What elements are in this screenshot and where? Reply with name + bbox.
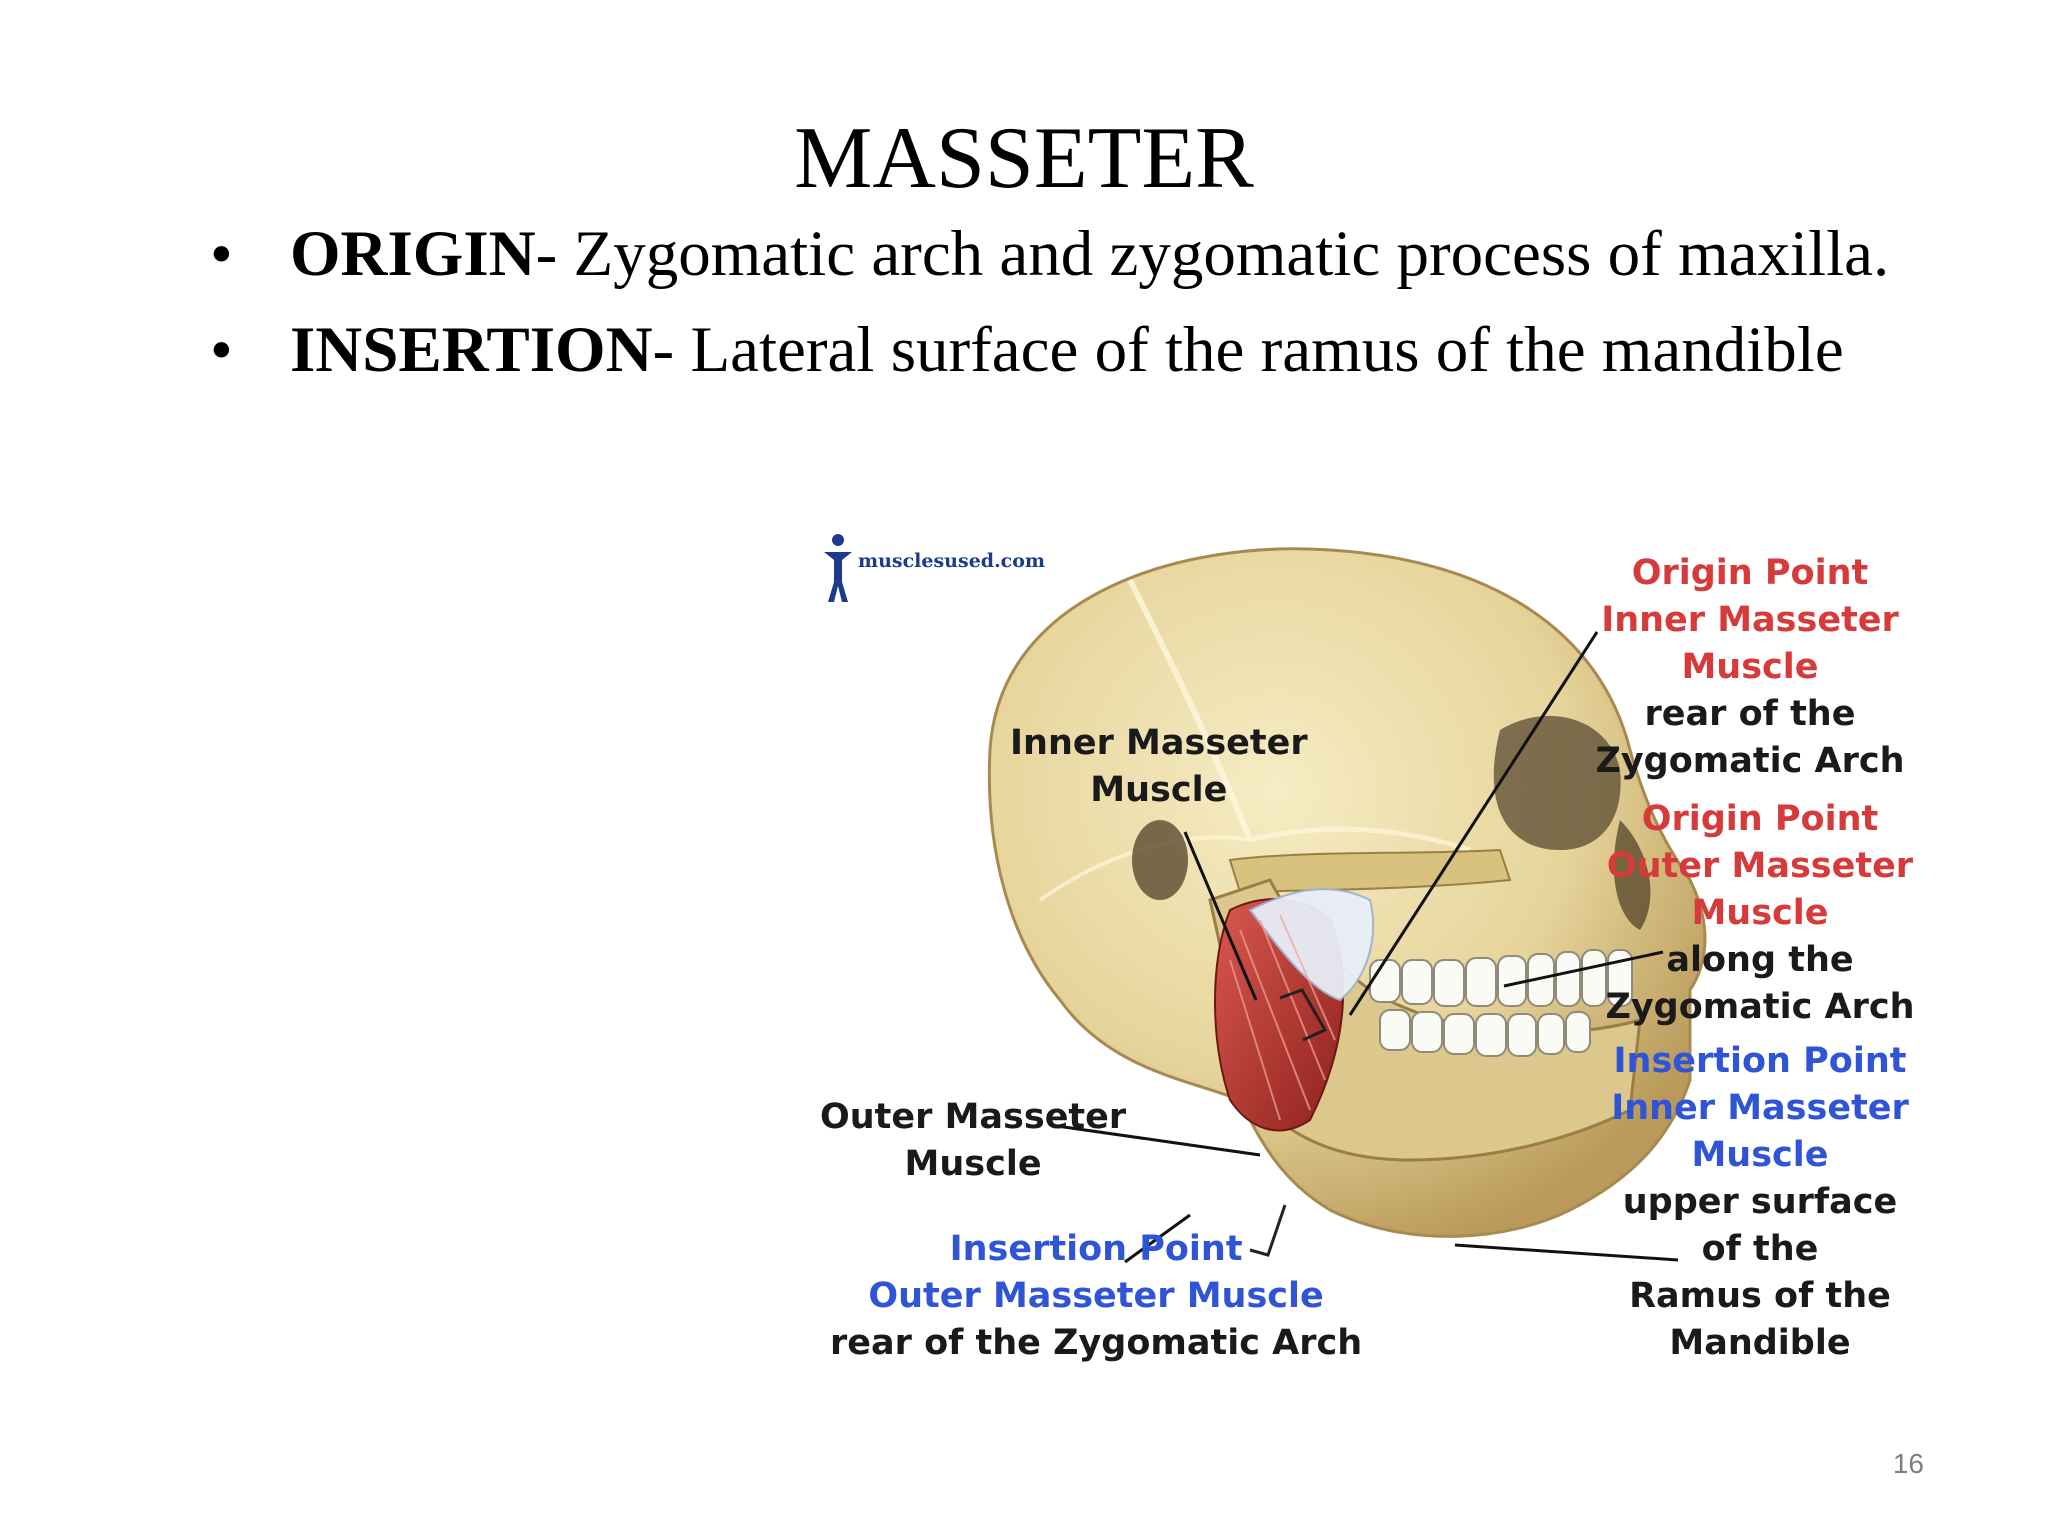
label-line: Zygomatic Arch [1595,741,1905,781]
label-line: Muscle [904,1144,1042,1184]
label-line: Mandible [1669,1323,1851,1363]
label-line: Muscle [1681,647,1819,687]
label-line: Outer Masseter [1606,846,1914,886]
nasal-cavity [1613,820,1651,930]
origin-term: ORIGIN [290,218,536,290]
origin-text: - Zygomatic arch and zygomatic process o… [535,218,1890,290]
label-outer-masseter: Outer Masseter Muscle [820,1094,1126,1188]
eye-socket [1493,715,1621,850]
bullet-dot: • [210,314,233,386]
insertion-inner-bracket [1249,1204,1287,1257]
bullet-insertion: • INSERTION- Lateral surface of the ramus… [210,308,1910,392]
label-line: of the [1701,1229,1819,1269]
teeth [1369,949,1633,1057]
logo-text: musclesused.com [858,550,1046,572]
label-origin-inner: Origin Point Inner Masseter Muscle rear … [1590,550,1910,785]
label-line: Muscle [1691,893,1829,933]
muscle-fibers [1229,914,1336,1121]
label-line: Origin Point [1641,799,1879,839]
label-line: Outer Masseter Muscle [868,1276,1324,1316]
origin-outer-bracket [1279,988,1328,1042]
ear-opening [1132,820,1188,900]
label-line: Muscle [1090,770,1228,810]
label-line: Inner Masseter [1611,1088,1909,1128]
page-number: 16 [1892,1448,1924,1479]
bullet-origin: • ORIGIN- Zygomatic arch and zygomatic pr… [210,212,1910,296]
slide-title: MASSETER [794,110,1254,207]
label-line: upper surface [1622,1182,1898,1222]
skull-muscle-diagram: musclesused.com Inner Masseter Muscle Ou… [810,520,1920,1400]
leader-lines [1049,631,1679,1264]
label-line: rear of the Zygomatic Arch [830,1323,1363,1363]
label-insertion-outer: Insertion Point Outer Masseter Muscle re… [830,1226,1362,1367]
label-line: Outer Masseter [820,1097,1127,1137]
label-line: Inner Masseter [1010,723,1308,763]
insertion-term: INSERTION [290,314,653,386]
label-line: Inner Masseter [1601,600,1899,640]
label-line: along the [1666,940,1854,980]
label-line: Insertion Point [949,1229,1243,1269]
bullet-list: • ORIGIN- Zygomatic arch and zygomatic pr… [210,212,1910,404]
label-origin-outer: Origin Point Outer Masseter Muscle along… [1600,796,1920,1031]
suture [1249,826,1471,853]
label-line: Insertion Point [1613,1041,1907,1081]
label-line: Origin Point [1631,553,1869,593]
label-line: Zygomatic Arch [1605,987,1915,1027]
suture [1127,578,1253,842]
musclesused-logo-icon [824,534,852,602]
label-line: Ramus of the [1629,1276,1891,1316]
label-line: rear of the [1644,694,1856,734]
skull-illustration [987,547,1707,1264]
label-line: Muscle [1691,1135,1829,1175]
label-insertion-inner: Insertion Point Inner Masseter Muscle up… [1600,1038,1920,1367]
label-inner-masseter: Inner Masseter Muscle [1010,720,1308,814]
bullet-dot: • [210,218,233,290]
insertion-text: - Lateral surface of the ramus of the ma… [652,314,1844,386]
